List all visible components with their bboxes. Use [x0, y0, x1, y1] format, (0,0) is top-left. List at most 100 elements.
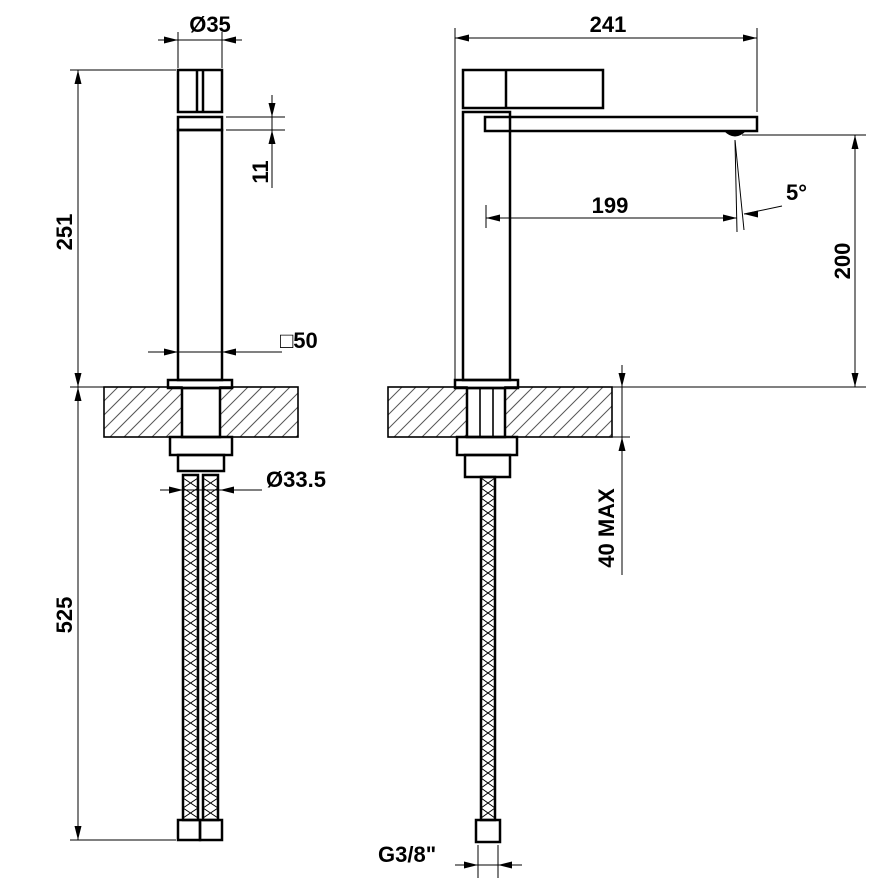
- dim-square-50: □50: [280, 328, 318, 353]
- braid-line: [182, 497, 199, 509]
- hatch-line: [103, 386, 119, 402]
- braid-line: [480, 477, 496, 489]
- hatch-line: [109, 386, 161, 438]
- braid-line: [202, 767, 219, 779]
- braid-line: [480, 587, 496, 599]
- arrow-head: [222, 348, 236, 356]
- braid-line: [202, 537, 219, 549]
- arrow-head: [723, 214, 737, 222]
- braid-line: [480, 667, 496, 679]
- side-lock-nut: [455, 435, 519, 457]
- front-view: Ø35 251 525 11 □50 Ø33.5: [52, 12, 496, 842]
- dim-height-200: 200: [830, 243, 855, 280]
- braid-line: [480, 737, 496, 749]
- side-body: [461, 110, 512, 382]
- braid-line: [480, 637, 496, 649]
- hatch-line: [407, 386, 459, 438]
- dim-thread-g38: G3/8": [378, 842, 436, 867]
- braid-line: [202, 697, 219, 709]
- braid-line: [202, 507, 219, 519]
- braid-line: [480, 497, 496, 509]
- arrow-head: [744, 210, 758, 218]
- braid-line: [480, 527, 496, 539]
- braid-line: [202, 807, 219, 819]
- braid-line: [480, 657, 496, 669]
- braid-line: [182, 787, 199, 799]
- braid-line: [182, 577, 199, 589]
- hatch-line: [281, 420, 299, 438]
- braid-line: [182, 717, 199, 729]
- hatch-line: [267, 406, 299, 438]
- braid-line: [182, 477, 199, 489]
- braid-line: [480, 487, 496, 499]
- braid-line: [480, 627, 496, 639]
- braid-line: [182, 547, 199, 559]
- braid-line: [480, 747, 496, 759]
- arrow-head: [268, 103, 276, 117]
- hatch-line: [253, 392, 299, 438]
- hatch-line: [219, 386, 249, 416]
- braid-line: [182, 557, 199, 569]
- hatch-line: [594, 419, 613, 438]
- braid-line: [182, 507, 199, 519]
- braid-line: [202, 637, 219, 649]
- braid-line: [182, 647, 199, 659]
- braid-line: [182, 537, 199, 549]
- braid-line: [480, 537, 496, 549]
- hatch-line: [538, 386, 590, 438]
- braid-line: [202, 717, 219, 729]
- hatch-line: [449, 419, 468, 438]
- braid-line: [202, 677, 219, 689]
- dim-diameter-top: Ø35: [189, 12, 231, 37]
- braid-line: [480, 777, 496, 789]
- braid-line: [202, 587, 219, 599]
- hatch-line: [566, 391, 613, 438]
- braid-line: [182, 777, 199, 789]
- side-lever: [461, 68, 605, 110]
- dim-angle-5: 5°: [786, 180, 807, 205]
- braid-line: [480, 607, 496, 619]
- braid-line: [202, 617, 219, 629]
- braid-line: [202, 737, 219, 749]
- hatch-line: [580, 405, 613, 438]
- side-view: 241 199 5° 200 40 MAX G3/8": [378, 12, 866, 878]
- arrow-head: [164, 348, 178, 356]
- braid-line: [202, 597, 219, 609]
- side-spout: [483, 115, 759, 133]
- braid-line: [480, 727, 496, 739]
- arrow-head: [169, 486, 183, 494]
- arrow-head: [486, 214, 500, 222]
- braid-line: [202, 727, 219, 739]
- braid-line: [202, 707, 219, 719]
- braid-line: [182, 627, 199, 639]
- braid-line: [480, 807, 496, 819]
- side-shank: [465, 386, 507, 439]
- braid-line: [202, 477, 219, 489]
- front-countertop-right: [219, 386, 299, 438]
- braid-line: [480, 787, 496, 799]
- side-hose: [479, 475, 497, 822]
- arrow-head: [464, 861, 478, 869]
- braid-line: [182, 617, 199, 629]
- hatch-line: [393, 386, 445, 438]
- braid-line: [202, 747, 219, 759]
- braid-line: [202, 627, 219, 639]
- braid-line: [202, 497, 219, 509]
- braid-line: [182, 567, 199, 579]
- braid-line: [480, 687, 496, 699]
- braid-line: [480, 647, 496, 659]
- braid-line: [202, 527, 219, 539]
- hatch-line: [504, 386, 548, 430]
- front-lock-nut: [168, 435, 234, 457]
- braid-line: [202, 687, 219, 699]
- aerator: [724, 131, 746, 137]
- braid-line: [182, 767, 199, 779]
- braid-line: [182, 797, 199, 809]
- dim-shank-diameter: Ø33.5: [266, 467, 326, 492]
- braid-line: [182, 517, 199, 529]
- arrow-head: [222, 36, 236, 44]
- dim-gap-11: 11: [248, 160, 273, 183]
- dim-hose-525: 525: [52, 597, 77, 634]
- braid-line: [202, 777, 219, 789]
- braid-line: [480, 567, 496, 579]
